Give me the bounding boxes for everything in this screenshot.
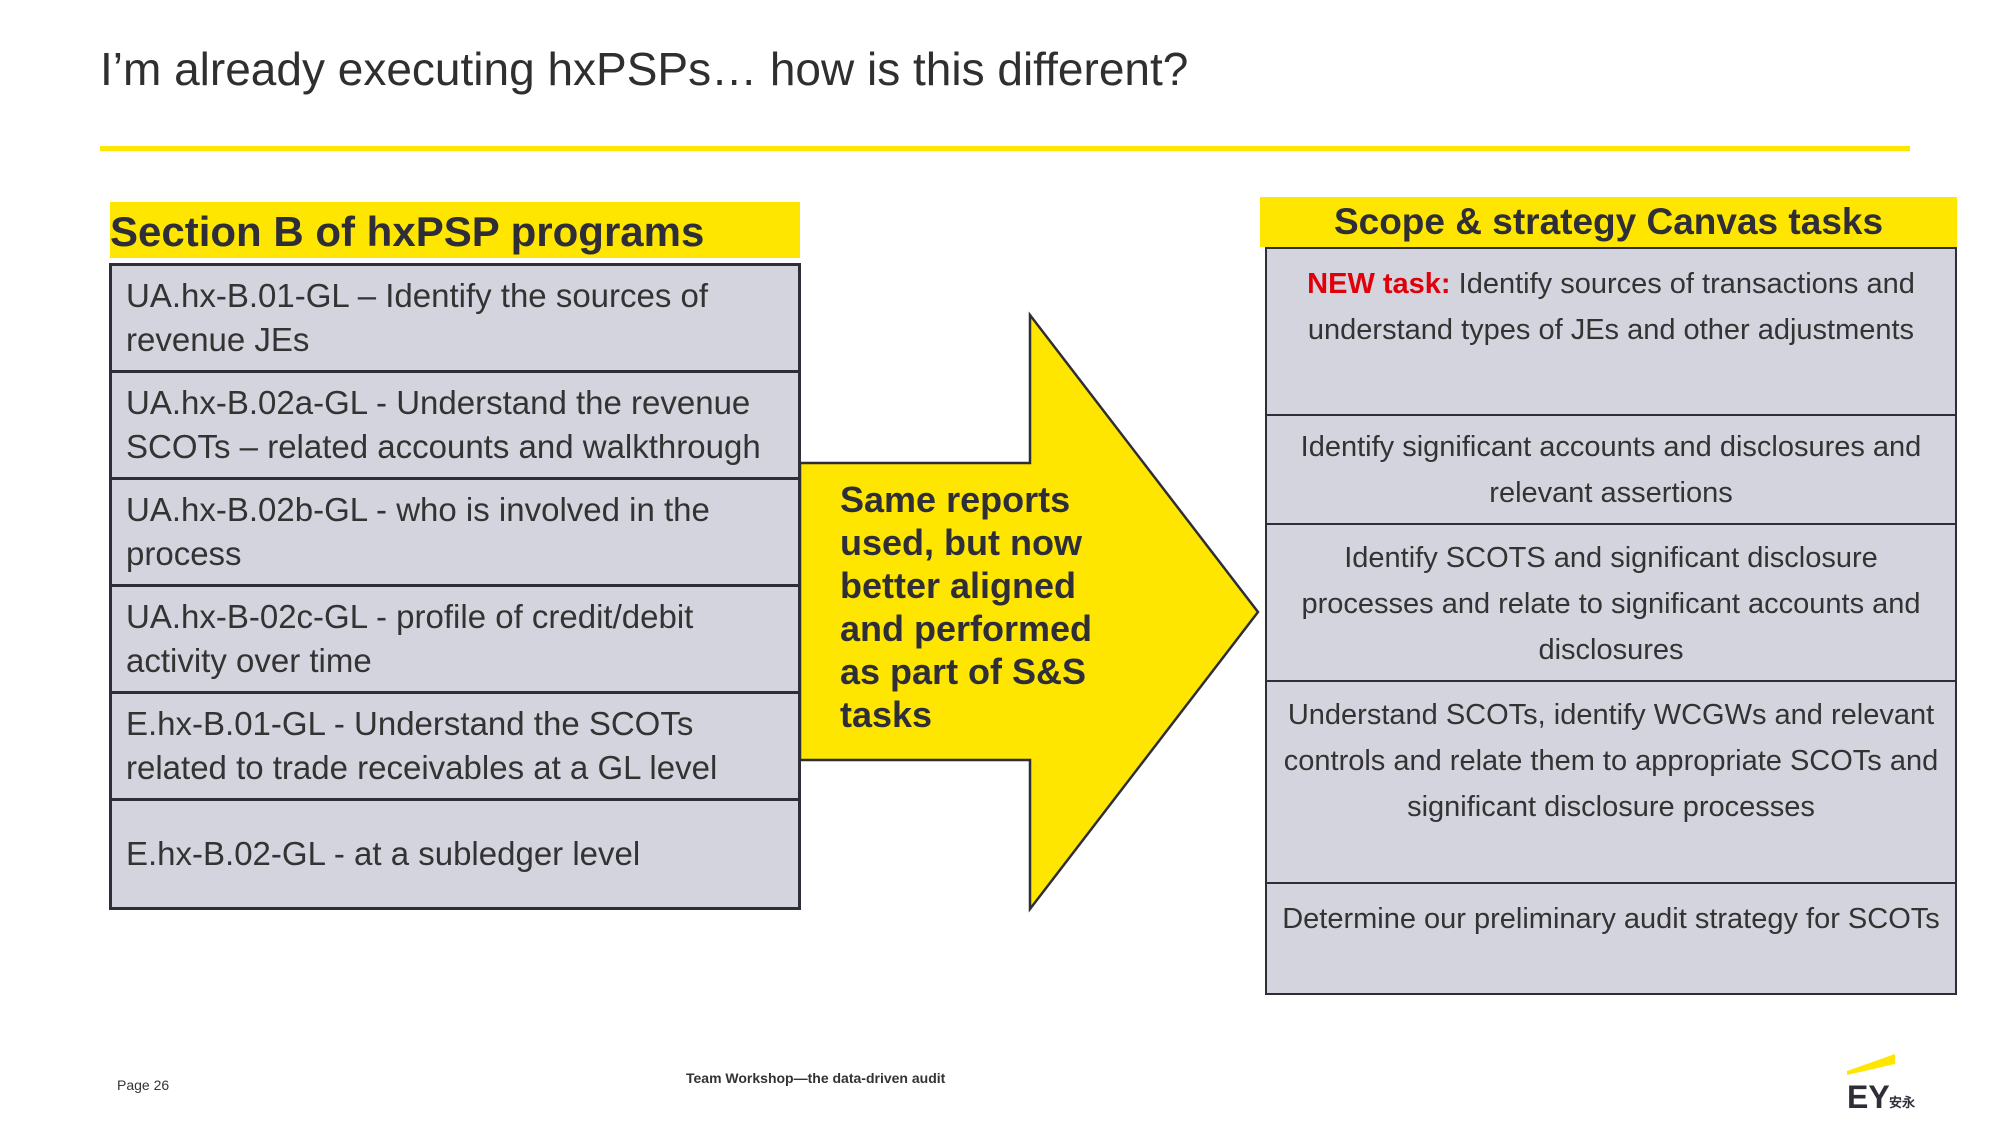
left-item-text: UA.hx-B.02b-GL - who is involved in the …	[126, 491, 710, 572]
page-title: I’m already executing hxPSPs… how is thi…	[100, 43, 1189, 95]
right-item-text: Identify significant accounts and disclo…	[1300, 431, 1922, 509]
right-item-4: Understand SCOTs, identify WCGWs and rel…	[1265, 680, 1957, 885]
title-underline	[100, 146, 1910, 151]
left-item-1: UA.hx-B.01-GL – Identify the sources of …	[109, 263, 801, 373]
ey-logo-text: EY	[1847, 1079, 1890, 1110]
page-number: Page 26	[117, 1077, 170, 1093]
footer-caption: Team Workshop—the data-driven audit	[686, 1070, 946, 1086]
arrow-text: Same reports used, but now better aligne…	[840, 479, 1093, 735]
right-item-1: NEW task: Identify sources of transactio…	[1265, 247, 1957, 417]
right-item-text: Understand SCOTs, identify WCGWs and rel…	[1283, 699, 1939, 823]
right-item-5: Determine our preliminary audit strategy…	[1265, 882, 1957, 995]
left-item-text: UA.hx-B.02a-GL - Understand the revenue …	[126, 384, 761, 465]
right-item-2: Identify significant accounts and disclo…	[1265, 414, 1957, 526]
left-item-6: E.hx-B.02-GL - at a subledger level	[109, 798, 801, 910]
left-item-3: UA.hx-B.02b-GL - who is involved in the …	[109, 477, 801, 587]
right-item-text: Identify SCOTS and significant disclosur…	[1301, 542, 1921, 666]
left-item-text: UA.hx-B.01-GL – Identify the sources of …	[126, 277, 709, 358]
left-item-text: UA.hx-B-02c-GL - profile of credit/debit…	[126, 598, 694, 679]
left-item-5: E.hx-B.01-GL - Understand the SCOTs rela…	[109, 691, 801, 801]
ey-logo-chinese: 安永	[1889, 1095, 1916, 1110]
ey-logo: EY 安永	[1847, 1054, 1916, 1110]
right-item-3: Identify SCOTS and significant disclosur…	[1265, 523, 1957, 683]
right-header: Scope & strategy Canvas tasks	[1260, 197, 1957, 247]
left-item-4: UA.hx-B-02c-GL - profile of credit/debit…	[109, 584, 801, 694]
right-arrow-icon	[798, 311, 1260, 913]
new-task-label: NEW task:	[1307, 268, 1451, 300]
right-item-text: Identify sources of transactions and und…	[1307, 268, 1915, 346]
ey-logo-beam	[1847, 1054, 1895, 1075]
left-item-text: E.hx-B.01-GL - Understand the SCOTs rela…	[126, 705, 718, 786]
right-item-text: Determine our preliminary audit strategy…	[1282, 903, 1940, 935]
left-item-2: UA.hx-B.02a-GL - Understand the revenue …	[109, 370, 801, 480]
left-item-text: E.hx-B.02-GL - at a subledger level	[126, 835, 641, 872]
left-header: Section B of hxPSP programs	[110, 202, 800, 258]
